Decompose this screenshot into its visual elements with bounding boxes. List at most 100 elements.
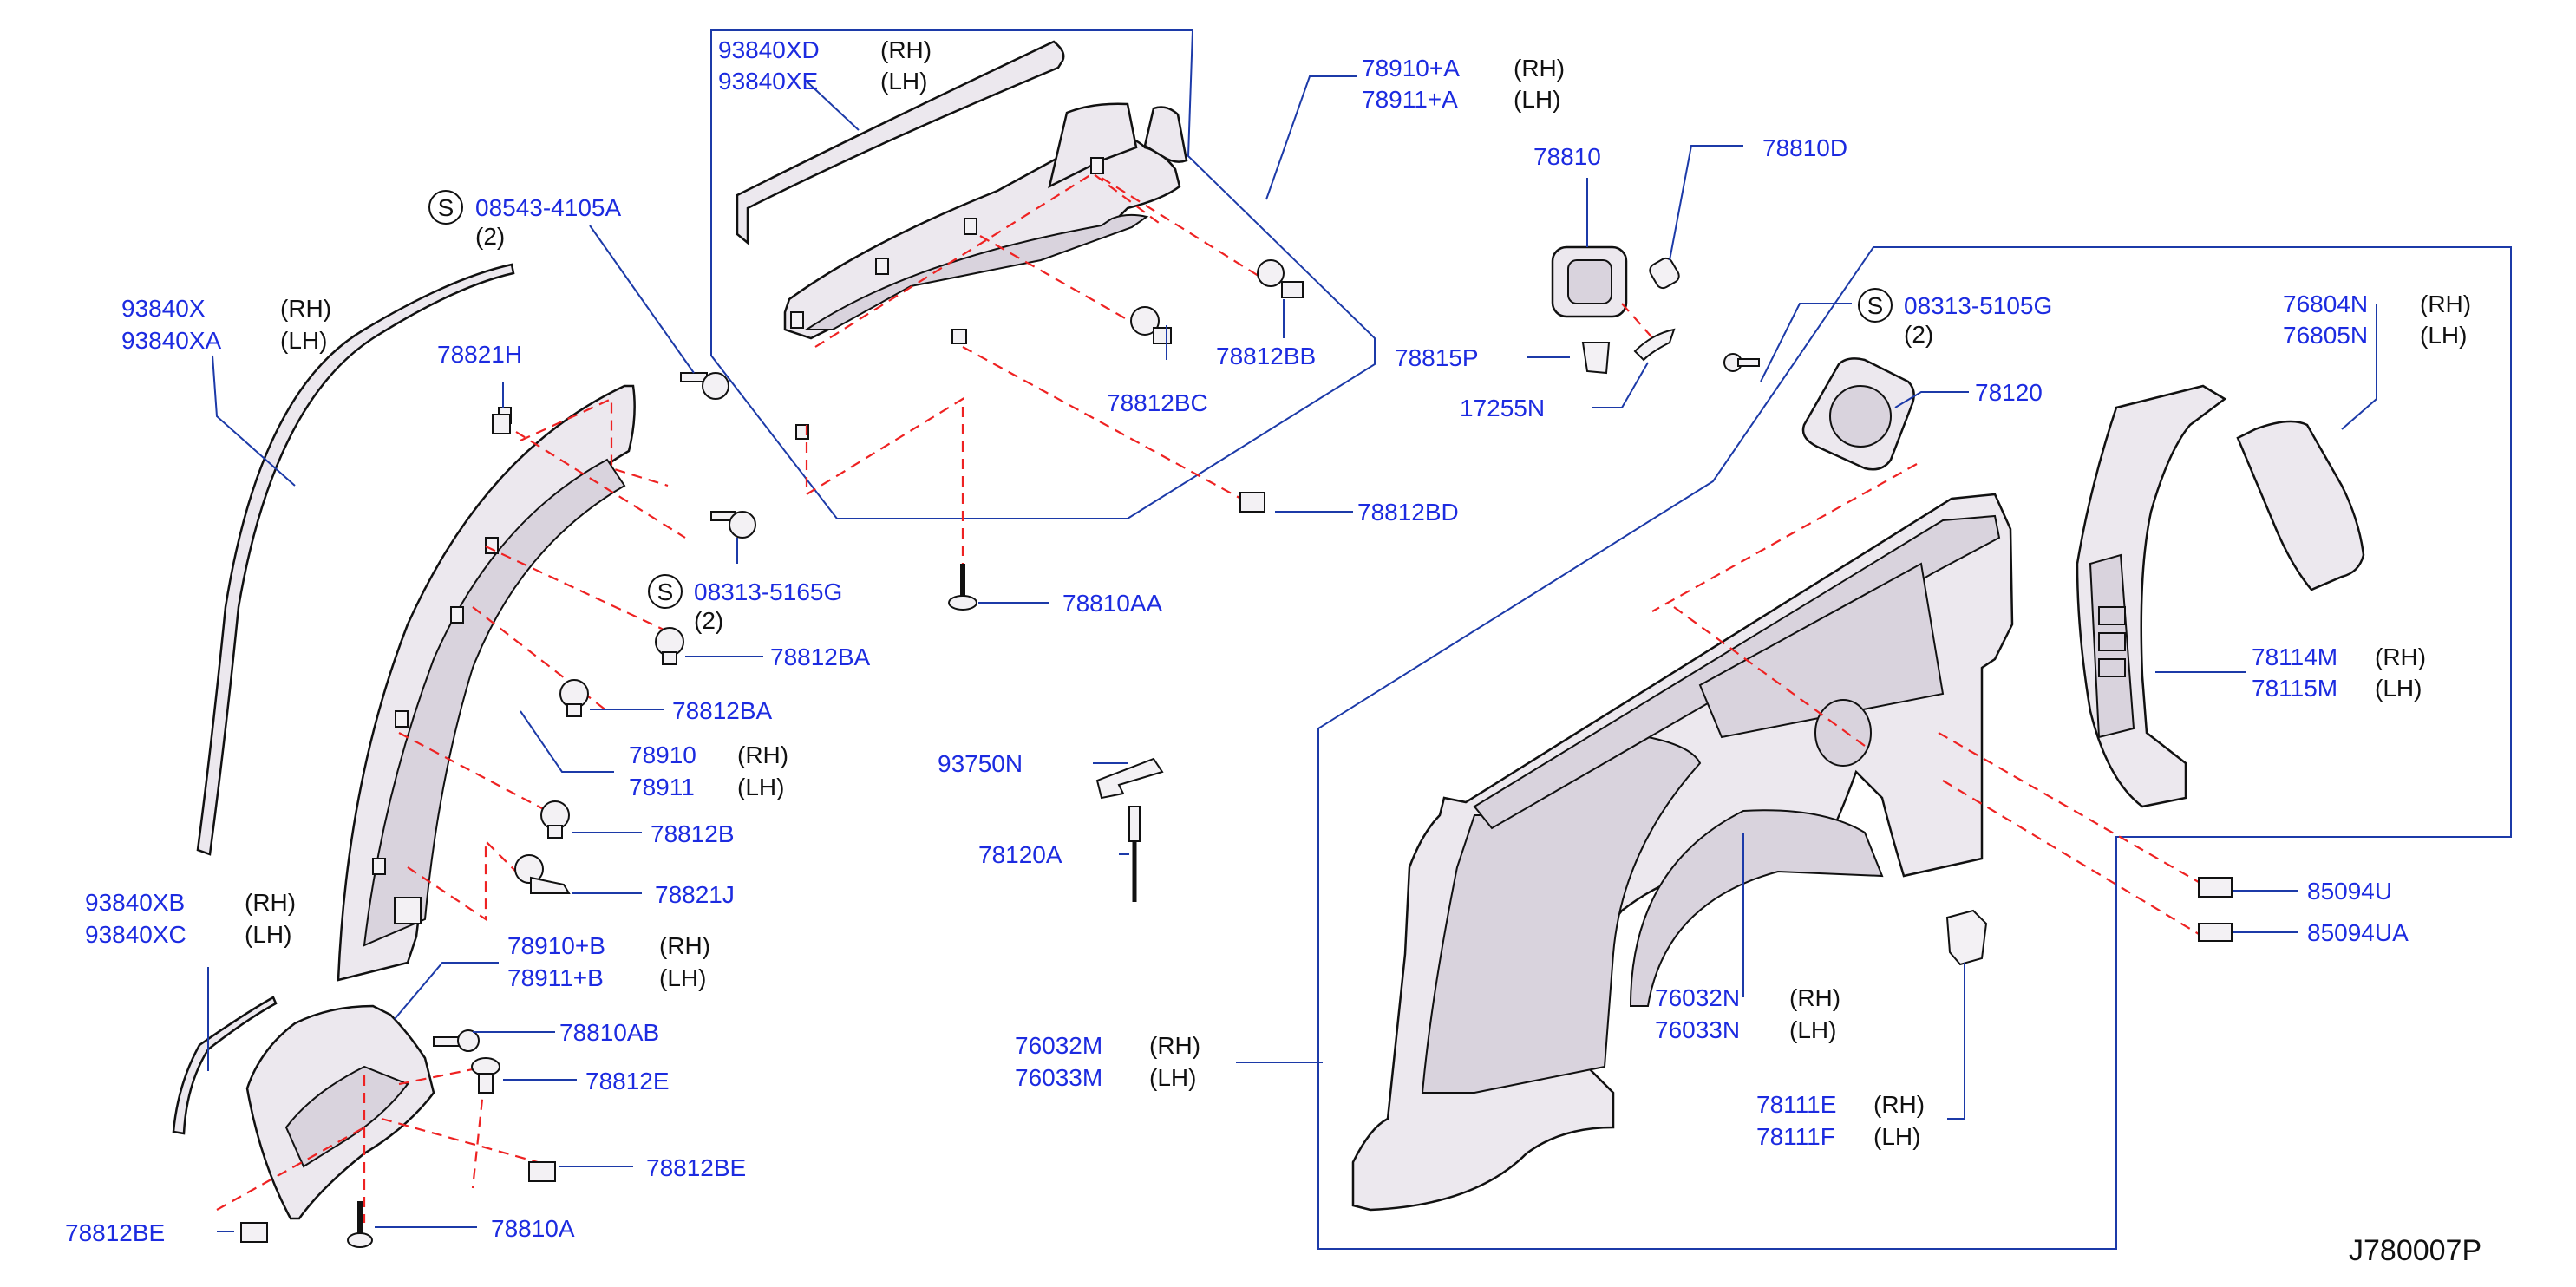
clip-78812ba-2 — [559, 679, 589, 717]
label-78120[interactable]: 78120 — [1975, 379, 2043, 406]
clip-78111e — [1945, 909, 1988, 966]
label-78812bd[interactable]: 78812BD — [1357, 499, 1459, 526]
wheel-arch-liner-part — [337, 384, 636, 982]
fuel-lid-dash — [1621, 303, 1657, 343]
clip-78821h — [492, 414, 511, 434]
side-78115m: (LH) — [2375, 675, 2422, 702]
side-76032m: (RH) — [1149, 1032, 1200, 1059]
label-78910[interactable]: 78910 — [629, 741, 696, 768]
label-93840x[interactable]: 93840X — [121, 295, 206, 322]
side-93840xc: (LH) — [245, 921, 291, 948]
bracket-93750n — [1095, 757, 1164, 800]
label-85094ua[interactable]: 85094UA — [2307, 919, 2409, 946]
lower-strip-part — [172, 996, 278, 1135]
clip-78812ba-1 — [655, 627, 684, 665]
upper-liner-clips — [790, 157, 1104, 440]
label-76033n[interactable]: 76033N — [1655, 1016, 1740, 1043]
quarter-inner-panel-part — [1351, 493, 2014, 1212]
label-93840xd[interactable]: 93840XD — [718, 36, 820, 63]
label-78810d[interactable]: 78810D — [1762, 134, 1847, 161]
label-93840xe[interactable]: 93840XE — [718, 68, 818, 95]
label-78115m[interactable]: 78115M — [2252, 675, 2337, 702]
label-85094u[interactable]: 85094U — [2307, 878, 2392, 905]
side-76032n: (RH) — [1789, 984, 1840, 1011]
side-93840xa: (LH) — [280, 327, 327, 354]
side-93840xd: (RH) — [880, 36, 932, 63]
label-78815p[interactable]: 78815P — [1395, 344, 1479, 371]
label-78910b[interactable]: 78910+B — [507, 932, 605, 959]
label-78911a[interactable]: 78911+A — [1362, 86, 1458, 113]
bolt-78810a — [347, 1201, 373, 1248]
label-78812b[interactable]: 78812B — [651, 820, 735, 847]
label-78810aa[interactable]: 78810AA — [1062, 590, 1163, 617]
label-78812e[interactable]: 78812E — [585, 1068, 670, 1094]
clip-78821j — [514, 854, 571, 894]
clip-78812be-left — [240, 1222, 268, 1243]
label-78911b[interactable]: 78911+B — [507, 964, 604, 991]
leader-lines — [207, 75, 2377, 1232]
label-76032n[interactable]: 76032N — [1655, 984, 1740, 1011]
upper-liner-part — [783, 102, 1188, 340]
s-symbol-08313-5105g: S — [1858, 288, 1893, 323]
label-78812bc[interactable]: 78812BC — [1107, 389, 1208, 416]
fuel-lid-housing-part — [1551, 245, 1628, 318]
clip-78812be-right — [528, 1161, 556, 1182]
clip-78812bb — [1257, 259, 1304, 298]
label-76804n[interactable]: 76804N — [2283, 291, 2368, 317]
clip-78812bc — [1130, 306, 1172, 344]
side-78911: (LH) — [737, 774, 784, 800]
clip-78812bd — [1239, 492, 1265, 513]
qty-08313-5165g: (2) — [694, 607, 723, 634]
label-78821j[interactable]: 78821J — [655, 881, 735, 908]
label-78810[interactable]: 78810 — [1533, 143, 1601, 170]
clip-17255n — [1633, 328, 1676, 362]
side-93840x: (RH) — [280, 295, 331, 322]
label-78111f[interactable]: 78111F — [1756, 1123, 1835, 1150]
side-78911a: (LH) — [1514, 86, 1560, 113]
side-76033m: (LH) — [1149, 1064, 1196, 1091]
label-08543-4105a[interactable]: 08543-4105A — [475, 194, 621, 221]
label-93750n[interactable]: 93750N — [938, 750, 1023, 777]
small-trim-part — [2236, 420, 2365, 591]
clip-78815p — [1581, 342, 1611, 375]
label-78111e[interactable]: 78111E — [1756, 1091, 1836, 1118]
label-08313-5165g[interactable]: 08313-5165G — [694, 578, 842, 605]
fastener-08543 — [680, 372, 729, 400]
side-78911b: (LH) — [659, 964, 706, 991]
fastener-08313-5165g — [710, 511, 756, 539]
label-78812ba-1[interactable]: 78812BA — [770, 644, 871, 670]
label-93840xa[interactable]: 93840XA — [121, 327, 222, 354]
s-symbol-08313-5165g: S — [648, 574, 683, 609]
label-78812be-right[interactable]: 78812BE — [646, 1154, 746, 1181]
qty-08543-4105a: (2) — [475, 223, 505, 250]
label-78910a[interactable]: 78910+A — [1362, 55, 1460, 82]
side-76804n: (RH) — [2420, 291, 2471, 317]
side-pillar-part — [2076, 384, 2227, 808]
label-78911[interactable]: 78911 — [629, 774, 695, 800]
rod-78120a — [1128, 806, 1141, 902]
side-93840xb: (RH) — [245, 889, 296, 916]
diagram-reference: J780007P — [2349, 1234, 2481, 1267]
label-78810a[interactable]: 78810A — [491, 1215, 575, 1242]
label-08313-5105g[interactable]: 08313-5105G — [1904, 292, 2052, 319]
arch-liner-clips — [372, 407, 512, 924]
label-17255n[interactable]: 17255N — [1460, 395, 1545, 421]
label-78821h[interactable]: 78821H — [437, 341, 522, 368]
label-76032m[interactable]: 76032M — [1015, 1032, 1102, 1059]
lower-guard-part — [245, 1004, 435, 1220]
label-78812be-left[interactable]: 78812BE — [65, 1219, 165, 1246]
rear-body-group-box — [1317, 246, 2512, 1250]
label-78810ab[interactable]: 78810AB — [559, 1019, 659, 1046]
side-78910: (RH) — [737, 741, 788, 768]
clip-78812b — [540, 800, 570, 839]
label-78114m[interactable]: 78114M — [2252, 644, 2337, 670]
label-78812ba-2[interactable]: 78812BA — [672, 697, 773, 724]
label-78812bb[interactable]: 78812BB — [1216, 343, 1316, 369]
label-76033m[interactable]: 76033M — [1015, 1064, 1102, 1091]
label-93840xc[interactable]: 93840XC — [85, 921, 186, 948]
label-76805n[interactable]: 76805N — [2283, 322, 2368, 349]
label-78120a[interactable]: 78120A — [978, 841, 1062, 868]
label-93840xb[interactable]: 93840XB — [85, 889, 185, 916]
s-symbol-08543: S — [428, 190, 463, 225]
